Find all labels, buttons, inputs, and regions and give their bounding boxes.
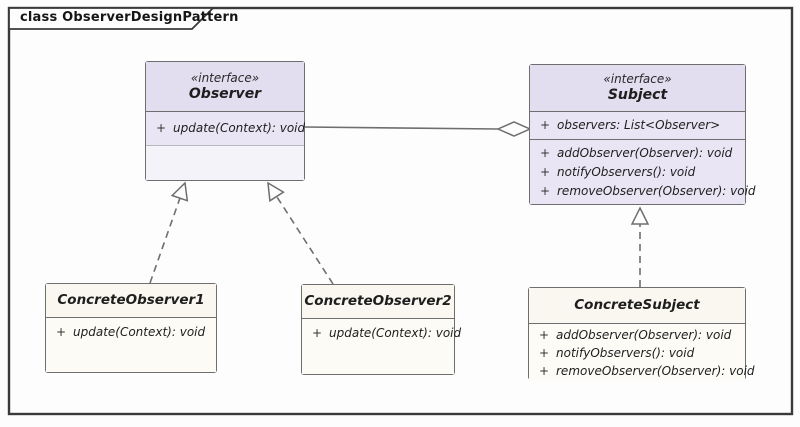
operation-row: + addObserver(Observer): void	[529, 326, 745, 344]
visibility-marker: +	[538, 364, 550, 378]
realization-edge-concreteobserver2	[276, 196, 334, 285]
operations-compartment: + update(Context): void	[46, 318, 216, 347]
class-header: «interface» Subject	[530, 65, 745, 112]
frame-title: class ObserverDesignPattern	[20, 10, 239, 25]
operation-signature: addObserver(Observer): void	[556, 328, 732, 342]
stereotype-label: «interface»	[603, 72, 672, 86]
visibility-marker: +	[539, 184, 551, 198]
attribute-row: + observers: List<Observer>	[530, 116, 745, 135]
visibility-marker: +	[538, 346, 550, 360]
class-name: ConcreteObserver1	[57, 292, 205, 308]
operations-compartment: + update(Context): void	[302, 319, 461, 348]
realization-arrowhead-icon	[170, 181, 189, 202]
realization-arrowhead-icon	[630, 206, 650, 225]
operation-signature: notifyObservers(): void	[556, 346, 695, 360]
visibility-marker: +	[539, 146, 551, 160]
realization-edge-concreteobserver1	[149, 197, 181, 284]
class-box-concreteobserver2: ConcreteObserver2 + update(Context): voi…	[301, 284, 461, 375]
class-header: «interface» Observer	[146, 62, 304, 112]
class-box-concreteobserver1: ConcreteObserver1 + update(Context): voi…	[45, 283, 217, 373]
aggregation-edge	[304, 126, 499, 130]
class-box-subject: «interface» Subject + observers: List<Ob…	[529, 64, 756, 205]
class-name: ConcreteSubject	[574, 297, 700, 313]
class-name: Observer	[188, 85, 262, 102]
visibility-marker: +	[538, 328, 550, 342]
visibility-marker: +	[55, 325, 67, 339]
operation-row: + notifyObservers(): void	[529, 344, 745, 362]
realization-arrowhead-icon	[267, 181, 285, 203]
attribute-signature: observers: List<Observer>	[557, 118, 721, 132]
operation-row: + removeObserver(Observer): void	[530, 182, 756, 201]
operation-row: + update(Context): void	[302, 324, 461, 343]
operation-signature: update(Context): void	[73, 325, 206, 339]
operations-compartment: + update(Context): void	[146, 112, 306, 145]
class-name: Subject	[607, 87, 668, 103]
empty-compartment	[146, 145, 304, 180]
visibility-marker: +	[539, 165, 551, 179]
stereotype-label: «interface»	[190, 70, 260, 85]
operation-signature: notifyObservers(): void	[557, 165, 696, 179]
operation-row: + notifyObservers(): void	[530, 163, 745, 182]
operation-signature: update(Context): void	[329, 326, 462, 340]
visibility-marker: +	[155, 121, 167, 135]
class-box-observer: «interface» Observer + update(Context): …	[145, 61, 305, 181]
operation-row: + update(Context): void	[46, 323, 216, 342]
operation-signature: update(Context): void	[173, 121, 306, 135]
aggregation-diamond-icon	[496, 121, 532, 137]
class-header: ConcreteObserver2	[302, 285, 454, 319]
operations-compartment: + addObserver(Observer): void + notifyOb…	[529, 324, 755, 381]
operation-row: + addObserver(Observer): void	[530, 144, 745, 163]
operation-row: + removeObserver(Observer): void	[529, 362, 755, 380]
class-name: ConcreteObserver2	[304, 293, 452, 309]
operation-signature: removeObserver(Observer): void	[557, 184, 756, 198]
operation-row: + update(Context): void	[146, 119, 306, 138]
empty-compartment	[46, 347, 216, 372]
attributes-compartment: + observers: List<Observer>	[530, 112, 745, 140]
visibility-marker: +	[539, 118, 551, 132]
operations-compartment: + addObserver(Observer): void + notifyOb…	[530, 140, 756, 204]
class-header: ConcreteObserver1	[46, 284, 216, 318]
operation-signature: addObserver(Observer): void	[557, 146, 733, 160]
empty-compartment	[302, 348, 454, 374]
class-box-concretesubject: ConcreteSubject + addObserver(Observer):…	[528, 287, 755, 381]
visibility-marker: +	[311, 326, 323, 340]
class-header: ConcreteSubject	[529, 288, 745, 324]
operation-signature: removeObserver(Observer): void	[556, 364, 755, 378]
